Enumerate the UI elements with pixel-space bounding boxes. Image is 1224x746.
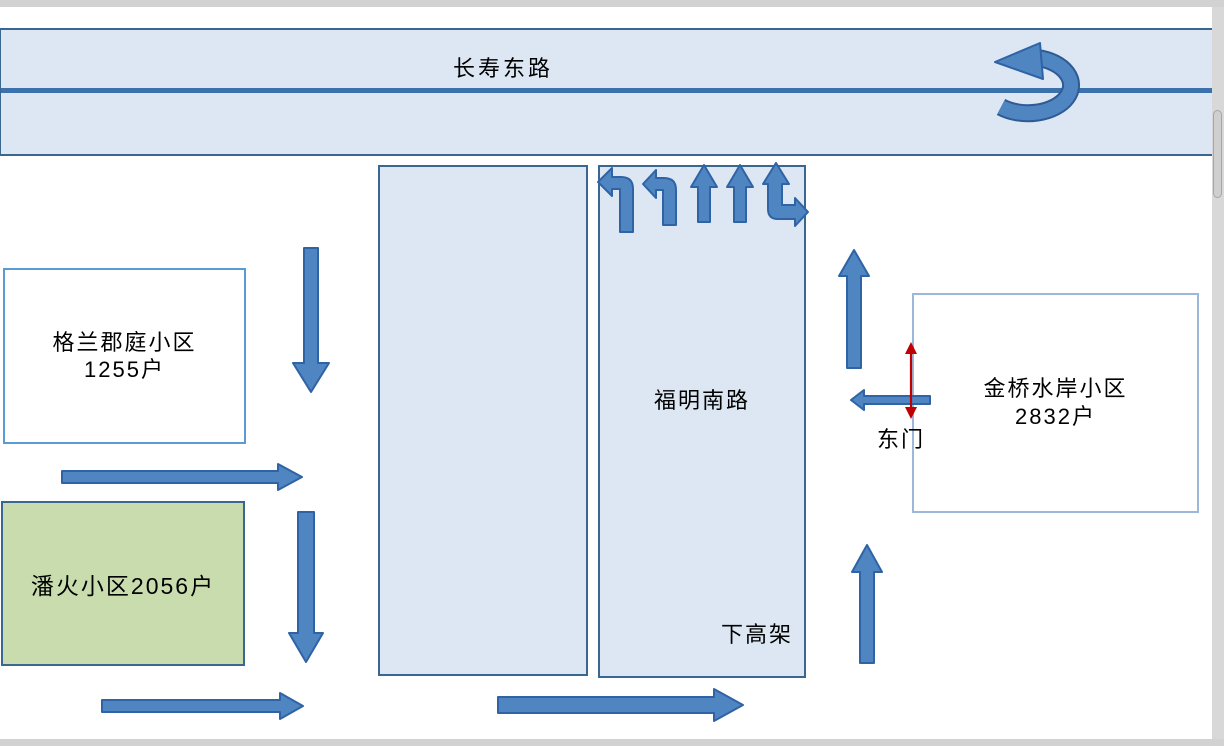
fuming-south-road-rect: 福明南路 下高架: [598, 165, 806, 678]
up-arrow-upper-right-icon: [838, 249, 870, 369]
road-label-changshou: 长寿东路: [453, 56, 554, 81]
right-arrow-bottom-center-icon: [497, 688, 744, 722]
road-label-fuming: 福明南路: [653, 388, 750, 413]
road-center-line: [1, 88, 1215, 93]
window-bottom-edge: [0, 739, 1224, 746]
elevated-road-rect: [378, 165, 588, 676]
up-arrow-lower-right-icon: [851, 544, 883, 664]
community-jinqiao-name: 金桥水岸小区: [983, 376, 1128, 401]
down-arrow-upper-icon: [292, 247, 330, 393]
community-box-gelan: 格兰郡庭小区 1255户: [3, 268, 246, 444]
community-box-panhuo: 潘火小区2056户: [1, 501, 245, 666]
community-jinqiao-households: 2832户: [1015, 404, 1096, 429]
community-box-jinqiao: 金桥水岸小区 2832户: [912, 293, 1199, 513]
community-gelan-name: 格兰郡庭小区: [52, 330, 197, 355]
vertical-scrollbar-track[interactable]: [1212, 7, 1224, 739]
window-top-edge: [0, 0, 1224, 7]
ramp-label-xiagaojia: 下高架: [720, 622, 793, 647]
community-panhuo-name: 潘火小区2056户: [30, 572, 216, 599]
community-gelan-households: 1255户: [84, 357, 165, 382]
vertical-scrollbar-thumb[interactable]: [1213, 110, 1222, 198]
right-arrow-bottom-left-icon: [101, 692, 304, 720]
east-gate-label: 东门: [877, 427, 926, 452]
right-arrow-upper-icon: [61, 463, 303, 491]
changshou-east-road-band: 长寿东路: [0, 28, 1217, 156]
down-arrow-lower-icon: [288, 511, 324, 663]
